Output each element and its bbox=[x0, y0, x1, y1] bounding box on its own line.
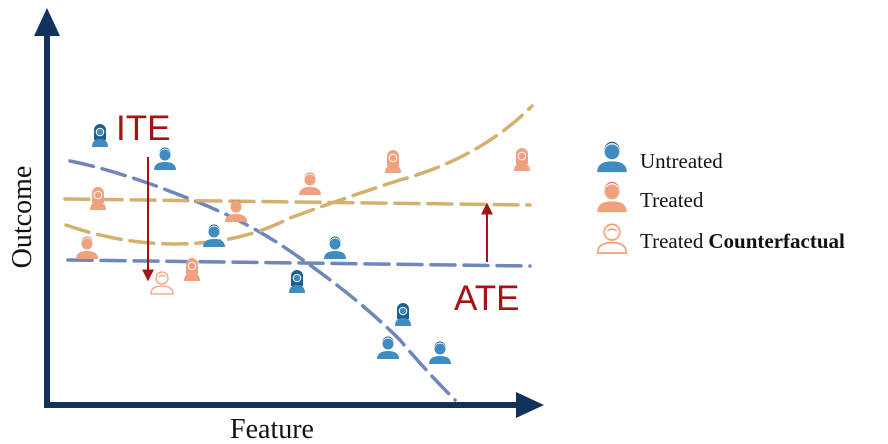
y-axis bbox=[34, 8, 60, 405]
curves bbox=[63, 104, 534, 402]
legend-label-counterfactual-prefix: Treated bbox=[640, 229, 704, 253]
person-treated-icon bbox=[90, 187, 106, 210]
person-treated-icon bbox=[299, 172, 321, 195]
legend-label-untreated: Untreated bbox=[640, 149, 723, 173]
y-axis-arrowhead bbox=[34, 8, 60, 36]
person-untreated-icon bbox=[324, 236, 346, 259]
person-untreated-icon bbox=[289, 270, 305, 293]
person-untreated-icon bbox=[154, 147, 176, 170]
person-untreated-icon bbox=[92, 124, 108, 147]
person-counterfactual-outline-icon bbox=[596, 223, 628, 254]
person-counterfactual-outline-icon bbox=[150, 271, 174, 295]
x-axis-arrowhead bbox=[516, 392, 544, 418]
y-axis-label: Outcome bbox=[7, 166, 38, 269]
person-untreated-icon bbox=[395, 303, 411, 326]
treated-curve-flat bbox=[63, 197, 532, 207]
person-treated-icon bbox=[76, 236, 98, 259]
person-treated-icon bbox=[597, 181, 627, 213]
untreated-curve-decline bbox=[68, 159, 457, 402]
person-treated-icon bbox=[514, 148, 530, 171]
person-untreated-icon bbox=[203, 224, 225, 247]
legend-label-counterfactual-bold: Counterfactual bbox=[708, 229, 845, 253]
legend-item-untreated: Untreated bbox=[597, 141, 723, 173]
person-untreated-icon bbox=[377, 336, 399, 359]
untreated-curve-flat bbox=[66, 258, 532, 268]
person-untreated-icon bbox=[597, 141, 627, 173]
ite-label: ITE bbox=[116, 109, 170, 148]
treated-curve-u bbox=[64, 104, 534, 246]
legend-item-treated: Treated bbox=[597, 181, 704, 213]
x-axis bbox=[44, 392, 544, 418]
x-axis-label: Feature bbox=[230, 414, 314, 444]
person-untreated-icon bbox=[429, 341, 451, 364]
legend-label-treated: Treated bbox=[640, 188, 704, 212]
person-treated-icon bbox=[385, 150, 401, 173]
ate-label: ATE bbox=[454, 279, 519, 318]
